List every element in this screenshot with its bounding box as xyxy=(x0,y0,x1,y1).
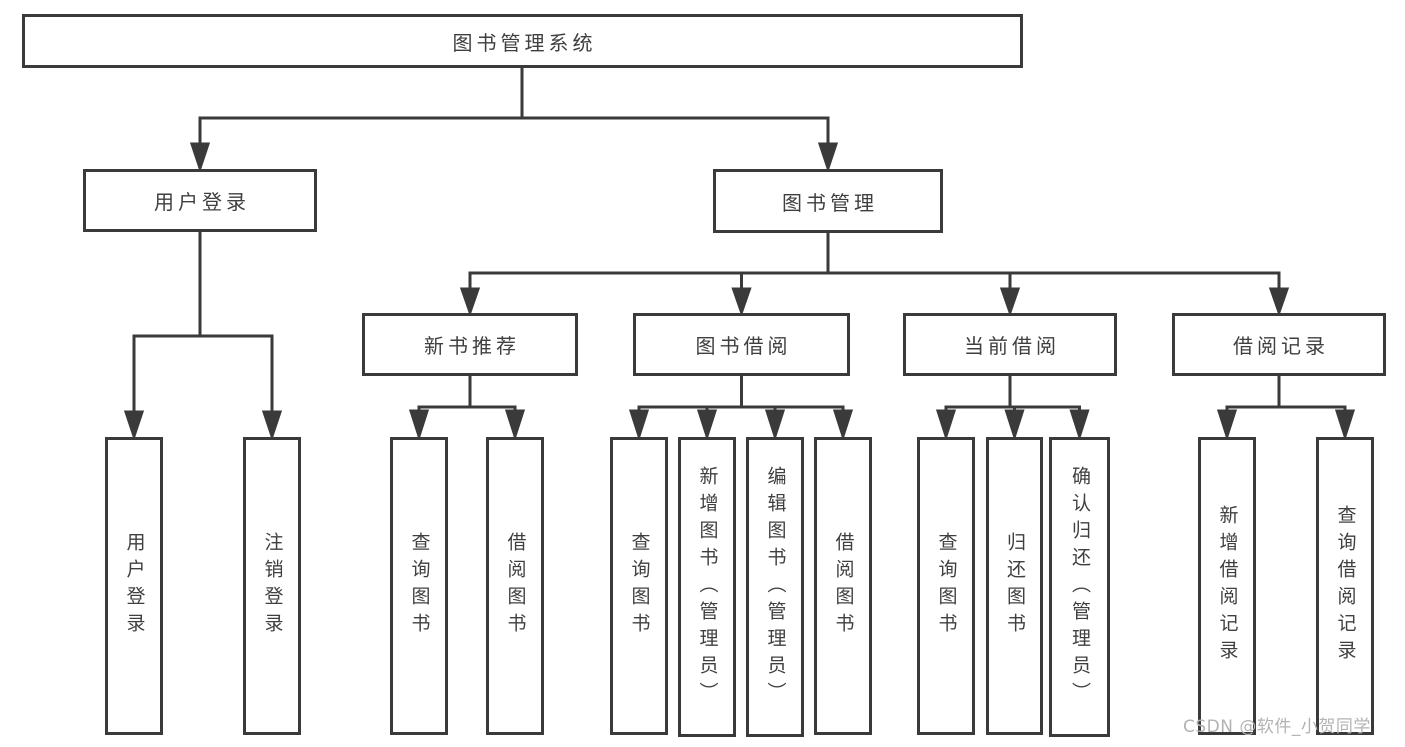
leaf-query-books-recommend: 查询图书 xyxy=(390,437,448,735)
leaf-user-login: 用户登录 xyxy=(105,437,163,735)
node-book-borrow: 图书借阅 xyxy=(633,313,850,376)
leaf-confirm-return-admin-label: 确认归还（管理员） xyxy=(1069,465,1091,709)
leaf-query-books-current-label: 查询图书 xyxy=(935,532,958,640)
leaf-edit-books-admin-label: 编辑图书（管理员） xyxy=(764,465,787,709)
leaf-borrow-books: 借阅图书 xyxy=(814,437,872,735)
edge-user-login-to-leaves xyxy=(123,232,283,441)
node-root: 图书管理系统 xyxy=(22,14,1023,68)
leaf-logout-label: 注销登录 xyxy=(261,532,284,640)
leaf-query-borrow-record: 查询借阅记录 xyxy=(1316,437,1374,735)
leaf-edit-books-admin: 编辑图书（管理员） xyxy=(746,437,804,737)
leaf-user-login-label: 用户登录 xyxy=(123,532,146,640)
edge-current-borrow-to-leaves xyxy=(935,376,1090,441)
leaf-borrow-books-recommend-label: 借阅图书 xyxy=(504,532,527,640)
leaf-query-borrow-record-label: 查询借阅记录 xyxy=(1334,505,1357,667)
leaf-query-books-current: 查询图书 xyxy=(917,437,975,735)
node-current-borrow: 当前借阅 xyxy=(903,313,1117,376)
leaf-logout: 注销登录 xyxy=(243,437,301,735)
csdn-watermark: CSDN @软件_小贺同学 xyxy=(1183,717,1371,737)
leaf-return-books: 归还图书 xyxy=(986,437,1043,735)
leaf-add-borrow-record: 新增借阅记录 xyxy=(1198,437,1256,735)
leaf-borrow-books-label: 借阅图书 xyxy=(832,532,855,640)
leaf-return-books-label: 归还图书 xyxy=(1004,532,1026,640)
node-book-management: 图书管理 xyxy=(713,169,943,233)
node-borrow-records: 借阅记录 xyxy=(1172,313,1386,376)
node-new-book-recommend: 新书推荐 xyxy=(362,313,578,376)
edge-book-management-to-level3 xyxy=(459,232,1290,317)
leaf-confirm-return-admin: 确认归还（管理员） xyxy=(1049,437,1110,737)
edge-borrow-records-to-leaves xyxy=(1216,376,1356,441)
node-user-login: 用户登录 xyxy=(83,169,317,232)
leaf-add-books-admin-label: 新增图书（管理员） xyxy=(696,465,719,709)
edge-book-borrow-to-leaves xyxy=(628,376,854,441)
edge-root-to-level2 xyxy=(189,68,839,173)
leaf-add-books-admin: 新增图书（管理员） xyxy=(678,437,736,737)
leaf-query-books-recommend-label: 查询图书 xyxy=(408,532,431,640)
leaf-query-books-borrow-label: 查询图书 xyxy=(628,532,651,640)
leaf-add-borrow-record-label: 新增借阅记录 xyxy=(1216,505,1239,667)
leaf-query-books-borrow: 查询图书 xyxy=(610,437,668,735)
edge-new-book-recommend-to-leaves xyxy=(408,376,526,441)
leaf-borrow-books-recommend: 借阅图书 xyxy=(486,437,544,735)
